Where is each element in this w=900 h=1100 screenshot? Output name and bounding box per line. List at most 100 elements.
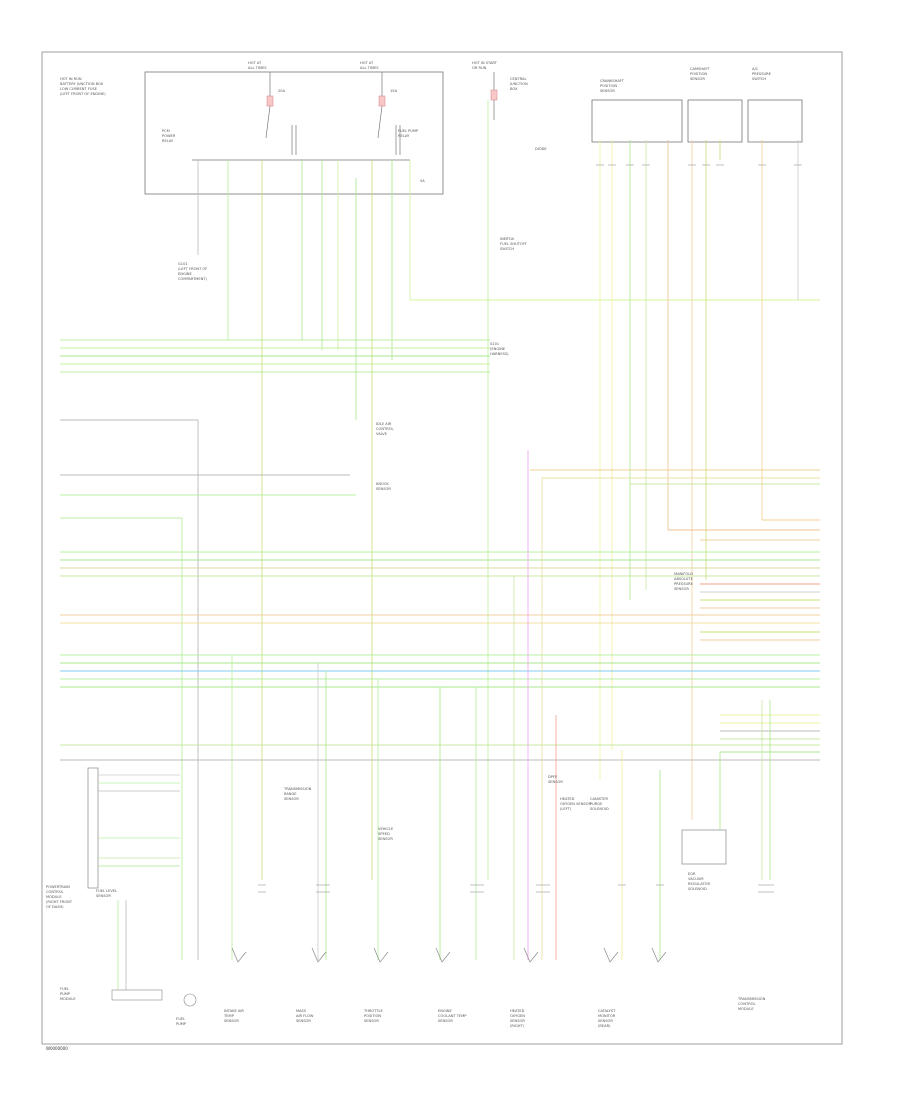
svg-text:SENSOR: SENSOR (674, 587, 689, 591)
svg-text:ENGINE: ENGINE (178, 272, 192, 276)
svg-text:(LEFT FRONT OF: (LEFT FRONT OF (178, 267, 207, 271)
egr-component: EGR VACUUM REGULATOR SOLENOID (681, 829, 727, 891)
svg-text:S101: S101 (490, 342, 499, 346)
svg-text:RELAY: RELAY (398, 134, 410, 138)
svg-text:CRANKSHAFT: CRANKSHAFT (600, 79, 625, 83)
svg-text:20A: 20A (278, 89, 286, 93)
svg-text:JUNCTION: JUNCTION (509, 82, 528, 86)
ho2s-rear-sensor: CATALYST MONITOR SENSOR (REAR) (598, 1009, 616, 1028)
svg-text:(RIGHT): (RIGHT) (510, 1024, 525, 1028)
right-module-box-3: A/C PRESSURE SWITCH (747, 67, 803, 143)
pcm-connector-block: POWERTRAIN CONTROL MODULE (RIGHT FRONT O… (46, 767, 180, 909)
svg-text:CAMSHAFT: CAMSHAFT (690, 67, 711, 71)
svg-text:POSITION: POSITION (600, 84, 617, 88)
ect-sensor: ENGINE COOLANT TEMP SENSOR (438, 1009, 467, 1023)
relay-switch-icon (192, 125, 410, 161)
svg-text:DPFE: DPFE (548, 775, 558, 779)
right-bus-wires (530, 469, 820, 753)
svg-text:AIR FLOW: AIR FLOW (296, 1014, 314, 1018)
svg-text:5A: 5A (420, 179, 425, 183)
svg-text:TRANSMISSION: TRANSMISSION (283, 787, 312, 791)
svg-text:ALL TIMES: ALL TIMES (360, 66, 379, 70)
diagram-frame (41, 51, 843, 1045)
svg-text:PURGE: PURGE (590, 802, 603, 806)
fuse-15a-icon (377, 72, 386, 139)
svg-text:RELAY: RELAY (162, 139, 174, 143)
center-labels: G101 (LEFT FRONT OF ENGINE COMPARTMENT) … (178, 262, 694, 811)
svg-text:PRESSURE: PRESSURE (752, 72, 772, 76)
svg-text:SENSOR: SENSOR (284, 797, 299, 801)
ho2s-right-sensor: HEATED OXYGEN SENSOR (RIGHT) HEATED OXYG… (510, 797, 591, 1028)
svg-text:HOT IN START: HOT IN START (472, 61, 498, 65)
svg-text:POSITION: POSITION (690, 72, 707, 76)
svg-text:PCM: PCM (162, 129, 170, 133)
svg-text:OF DASH): OF DASH) (46, 905, 64, 909)
svg-text:SENSOR: SENSOR (510, 1019, 525, 1023)
svg-text:SWITCH: SWITCH (752, 77, 766, 81)
svg-text:CONTROL: CONTROL (738, 1002, 756, 1006)
svg-text:ABSOLUTE: ABSOLUTE (674, 577, 694, 581)
svg-text:A/C: A/C (752, 67, 759, 71)
svg-text:15A: 15A (390, 89, 398, 93)
svg-text:HOT AT: HOT AT (248, 61, 262, 65)
svg-text:INERTIA: INERTIA (500, 237, 515, 241)
svg-text:IDLE AIR: IDLE AIR (376, 422, 392, 426)
svg-text:VEHICLE: VEHICLE (378, 827, 394, 831)
svg-text:EGR: EGR (688, 872, 696, 876)
svg-text:LOW CURRENT FUSE: LOW CURRENT FUSE (60, 87, 98, 91)
fuse-20a-icon (265, 72, 274, 139)
svg-text:SENSOR: SENSOR (600, 89, 615, 93)
footer-code: W0000000 (46, 1046, 68, 1051)
right-module-box-1: CRANKSHAFT POSITION SENSOR (591, 79, 683, 143)
svg-text:THROTTLE: THROTTLE (363, 1009, 384, 1013)
connector-ticks (258, 164, 802, 893)
svg-text:(LEFT FRONT OF ENGINE): (LEFT FRONT OF ENGINE) (60, 92, 106, 96)
maf-sensor: MASS AIR FLOW SENSOR (296, 1009, 314, 1023)
svg-text:MANIFOLD: MANIFOLD (674, 572, 693, 576)
svg-text:BOX: BOX (510, 87, 518, 91)
svg-text:TEMP: TEMP (223, 1014, 235, 1018)
svg-text:SENSOR: SENSOR (690, 77, 705, 81)
svg-text:DIODE: DIODE (535, 147, 547, 151)
svg-text:RANGE: RANGE (284, 792, 297, 796)
svg-text:VACUUM: VACUUM (688, 877, 704, 881)
svg-text:SENSOR: SENSOR (598, 1019, 613, 1023)
svg-text:OXYGEN SENSOR: OXYGEN SENSOR (560, 802, 591, 806)
svg-text:OXYGEN: OXYGEN (510, 1014, 525, 1018)
svg-text:(ENGINE: (ENGINE (490, 347, 506, 351)
fuel-sender-component: FUEL LEVEL SENSOR FUEL PUMP MODULE (60, 889, 163, 1001)
svg-text:SENSOR: SENSOR (378, 837, 393, 841)
svg-text:INTAKE AIR: INTAKE AIR (224, 1009, 244, 1013)
svg-text:SENSOR: SENSOR (376, 487, 391, 491)
svg-text:(REAR): (REAR) (598, 1024, 611, 1028)
svg-text:OR RUN: OR RUN (472, 66, 487, 70)
svg-text:POWER: POWER (162, 134, 176, 138)
svg-text:G101: G101 (178, 262, 188, 266)
upper-vertical-wires (197, 100, 820, 880)
svg-text:CONTROL: CONTROL (46, 890, 64, 894)
svg-text:PUMP: PUMP (176, 1022, 187, 1026)
svg-text:ALL TIMES: ALL TIMES (248, 66, 267, 70)
right-module-box-2: CAMSHAFT POSITION SENSOR (687, 67, 743, 143)
switch-symbol-icons (231, 947, 667, 963)
svg-text:SENSOR: SENSOR (224, 1019, 239, 1023)
svg-text:FUEL LEVEL: FUEL LEVEL (96, 889, 117, 893)
svg-text:SOLENOID: SOLENOID (590, 807, 609, 811)
svg-text:SENSOR: SENSOR (548, 780, 563, 784)
svg-text:MODULE: MODULE (738, 1007, 754, 1011)
svg-text:CONTROL: CONTROL (376, 427, 394, 431)
svg-text:POWERTRAIN: POWERTRAIN (46, 885, 70, 889)
svg-text:SENSOR: SENSOR (296, 1019, 311, 1023)
svg-text:HARNESS): HARNESS) (490, 352, 509, 356)
svg-text:CANISTER: CANISTER (590, 797, 608, 801)
svg-text:SWITCH: SWITCH (500, 247, 514, 251)
svg-text:TRANSMISSION: TRANSMISSION (737, 997, 766, 1001)
svg-text:CATALYST: CATALYST (598, 1009, 616, 1013)
svg-text:SENSOR: SENSOR (96, 894, 111, 898)
svg-text:FUEL: FUEL (176, 1017, 185, 1021)
svg-text:SENSOR: SENSOR (438, 1019, 453, 1023)
svg-text:COOLANT TEMP: COOLANT TEMP (438, 1014, 467, 1018)
throttle-position-sensor: THROTTLE POSITION SENSOR VEHICLE SPEED S… (363, 827, 394, 1023)
hot-in-start-block: HOT IN START OR RUN CENTRAL JUNCTION BOX… (472, 61, 547, 251)
svg-text:FUEL: FUEL (60, 987, 69, 991)
